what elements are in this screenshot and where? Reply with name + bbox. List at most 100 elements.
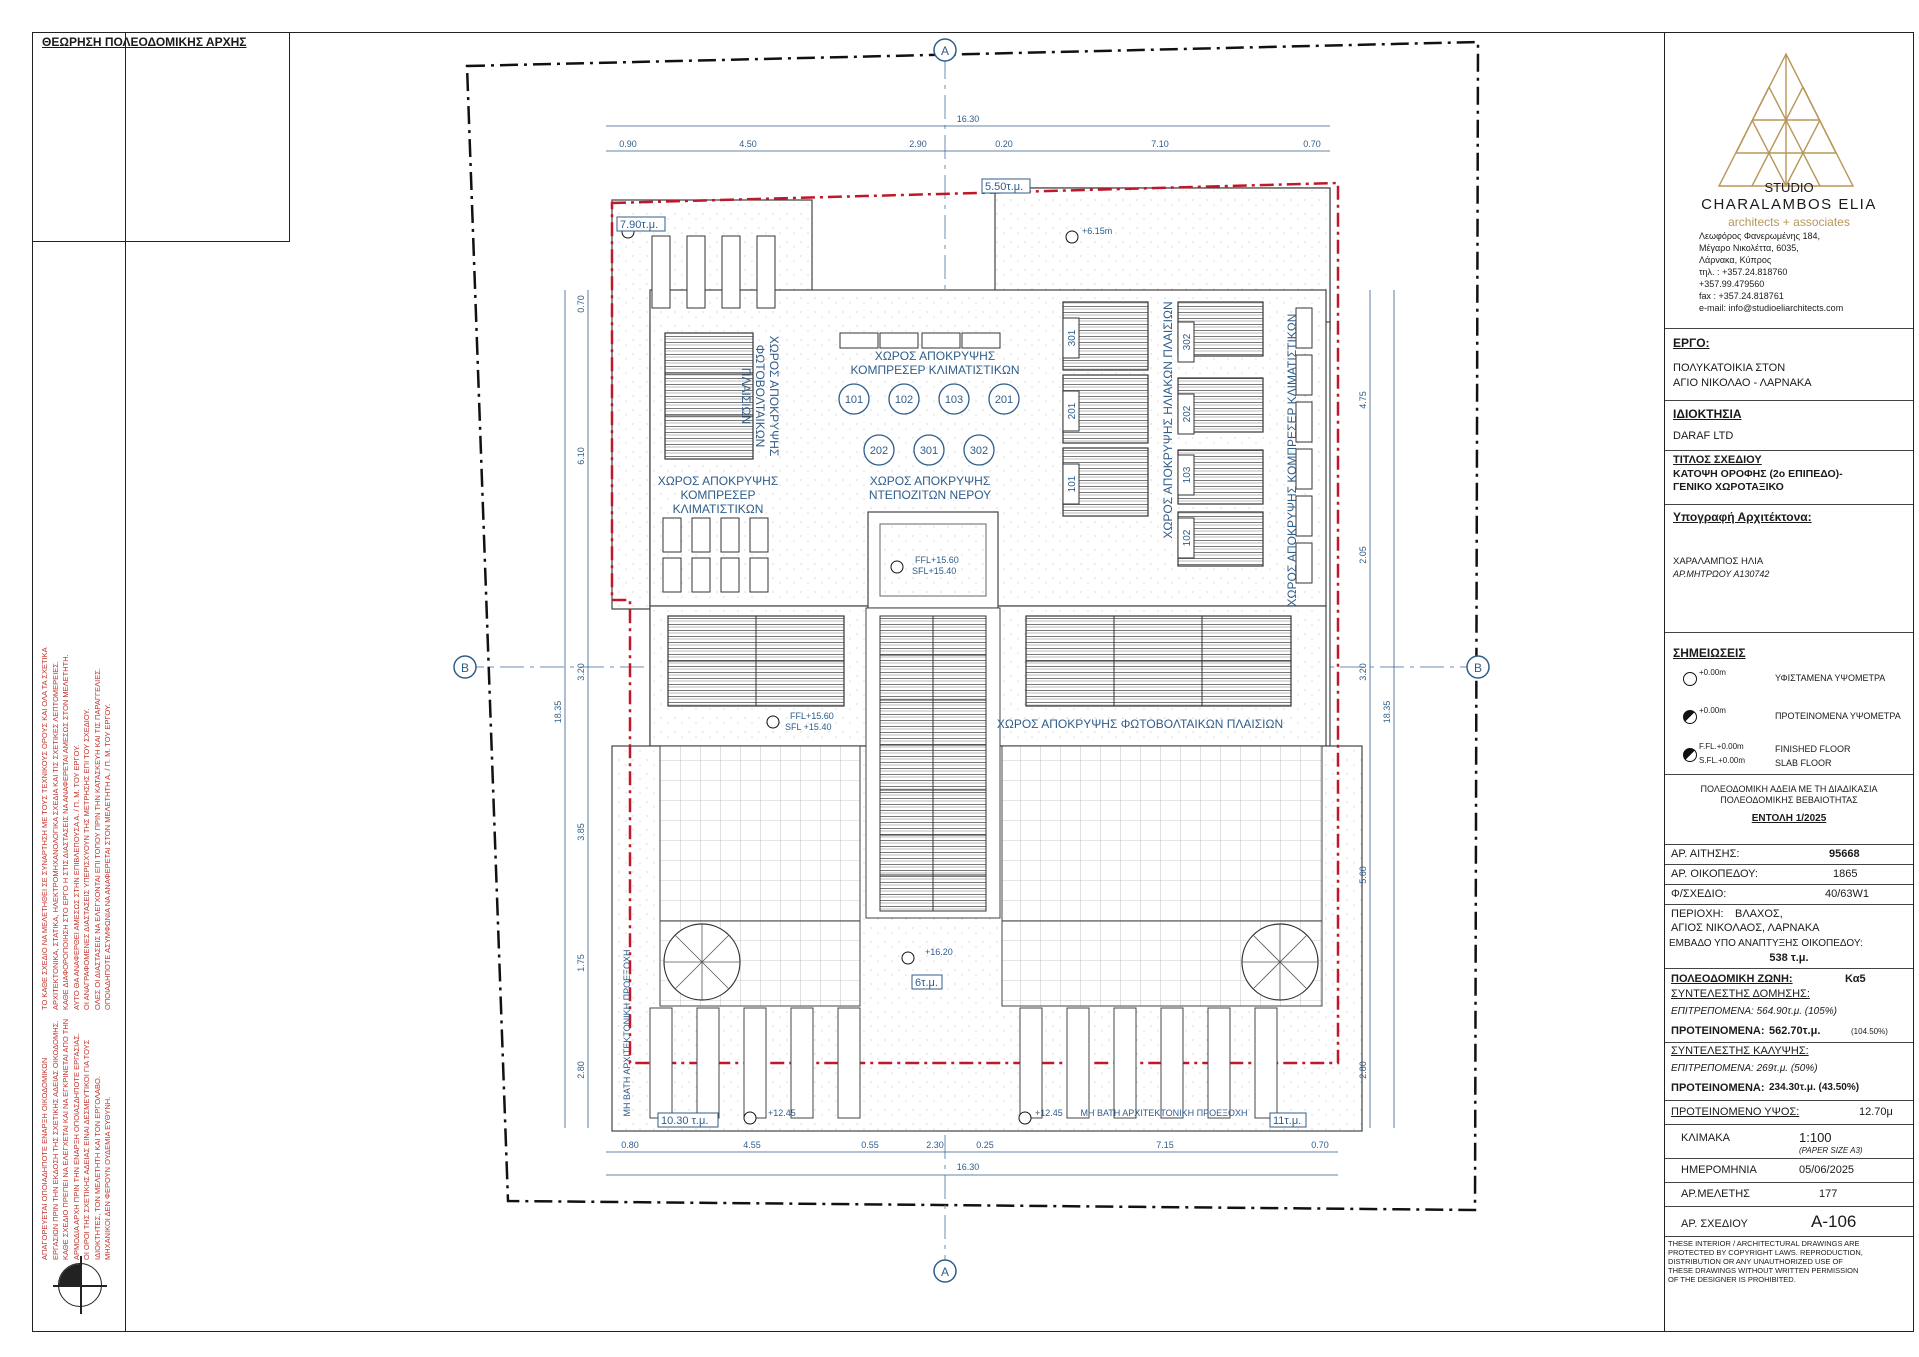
level-2b: SFL+15.40 xyxy=(912,566,956,576)
label-pv-left-vertical: ΧΩΡΟΣ ΑΠΟΚΡΥΨΗΣΦΩΤΟΒΟΛΤΑΙΚΩΝΠΛΑΙΣΙΩΝ xyxy=(739,336,781,457)
dim-bottom-4: 2.30 xyxy=(926,1140,944,1150)
address-block: Λεωφόρος Φανερωμένης 184,Μέγαρο Νικολέττ… xyxy=(1699,231,1844,313)
permit-2: ΠΟΛΕΟΔΟΜΙΚΗΣ ΒΕΒΑΙΟΤΗΤΑΣ xyxy=(1720,795,1858,805)
compressor-unit-2: 102 xyxy=(895,394,913,406)
plot-label: ΑΡ. ΟΙΚΟΠΕΔΟΥ: xyxy=(1671,868,1758,880)
copyright-notice: THESE INTERIOR / ARCHITECTURAL DRAWINGS … xyxy=(1668,1239,1863,1284)
label-compressors-right-vertical: ΧΩΡΟΣ ΑΠΟΚΡΥΨΗΣ ΚΟΜΠΡΕΣΕΡ ΚΛΙΜΑΤΙΣΤΙΚΩΝ xyxy=(1285,314,1299,607)
authority-stamp-box: ΘΕΩΡΗΣΗ ΠΟΛΕΟΔΟΜΙΚΗΣ ΑΡΧΗΣ xyxy=(32,32,290,242)
zone-label: ΠΟΛΕΟΔΟΜΙΚΗ ΖΩΝΗ: xyxy=(1671,973,1793,985)
cov-heading: ΣΥΝΤΕΛΕΣΤΗΣ ΚΑΛΥΨΗΣ: xyxy=(1671,1045,1809,1057)
dim-left-1: 0.70 xyxy=(576,295,586,313)
sheet-value: 40/63W1 xyxy=(1825,888,1870,900)
label-solar-vertical: ΧΩΡΟΣ ΑΠΟΚΡΥΨΗΣ ΗΛΙΑΚΩΝ ΠΛΑΙΣΙΩΝ xyxy=(1161,301,1175,538)
dwg-no-label: ΑΡ. ΣΧΕΔΙΟΥ xyxy=(1681,1218,1748,1230)
section-marker-left xyxy=(453,655,477,679)
solar-unit-b2: 202 xyxy=(1182,405,1193,422)
tank-unit-2: 301 xyxy=(920,445,938,457)
section-label-top: A xyxy=(941,44,949,58)
area-value-2: ΑΓΙΟΣ ΝΙΚΟΛΑΟΣ, ΛΑΡΝΑΚΑ xyxy=(1671,922,1820,934)
level-6: +12.45 xyxy=(1035,1108,1063,1118)
solar-unit-a2: 201 xyxy=(1067,402,1078,419)
dim-bottom-6: 7.15 xyxy=(1156,1140,1174,1150)
dim-right-4: 5.60 xyxy=(1358,866,1368,884)
legend-2-val: +0.00m xyxy=(1699,706,1726,715)
paper-size: (PAPER SIZE A3) xyxy=(1799,1146,1863,1155)
dim-left-6: 2.80 xyxy=(576,1061,586,1079)
drawing-title-heading: ΤΙΤΛΟΣ ΣΧΕΔΙΟΥ xyxy=(1673,454,1762,466)
architect-reg: ΑΡ.ΜΗΤΡΩΟΥ Α130742 xyxy=(1673,569,1770,579)
permit-order: ΕΝΤΟΛΗ 1/2025 xyxy=(1751,813,1827,824)
section-marker-bottom xyxy=(933,1259,957,1283)
north-arrow-icon xyxy=(53,1256,107,1314)
app-no-value: 95668 xyxy=(1829,848,1860,860)
cov-proposed-label: ΠΡΟΤΕΙΝΟΜΕΝΑ: xyxy=(1671,1082,1765,1094)
cov-allowed: ΕΠΙΤΡΕΠΟΜΕΝΑ: 269τ.μ. (50%) xyxy=(1671,1063,1818,1074)
section-marker-top xyxy=(933,38,957,62)
dim-left-4: 3.85 xyxy=(576,823,586,841)
legend-2-text: ΠΡΟΤΕΙΝΟΜΕΝΑ ΥΨΟΜΕΤΡΑ xyxy=(1775,711,1901,721)
dim-left-5: 1.75 xyxy=(576,954,586,972)
solar-unit-a3: 101 xyxy=(1067,475,1078,492)
drawing-title-2: ΓΕΝΙΚΟ ΧΩΡΟΤΑΞΙΚΟ xyxy=(1673,481,1784,493)
tank-unit-1: 202 xyxy=(870,445,888,457)
dev-area-value: 538 τ.μ. xyxy=(1769,952,1809,964)
legend-1-val: +0.00m xyxy=(1699,668,1726,677)
solar-unit-b4: 102 xyxy=(1182,529,1193,546)
area-tag-3: 6τ.μ. xyxy=(915,977,938,989)
section-label-bottom: A xyxy=(941,1265,949,1279)
dwg-no-value: A-106 xyxy=(1811,1212,1857,1231)
dim-right-2: 2.05 xyxy=(1358,546,1368,564)
floor-level-icon xyxy=(1683,748,1697,762)
section-label-right: B xyxy=(1474,661,1482,675)
level-2a: FFL+15.60 xyxy=(915,555,959,565)
compressor-unit-4: 201 xyxy=(995,394,1013,406)
dim-right-5: 2.80 xyxy=(1358,1061,1368,1079)
dev-area-label: ΕΜΒΑΔΟ ΥΠΟ ΑΝΑΠΤΥΞΗΣ ΟΙΚΟΠΕΔΟΥ: xyxy=(1669,938,1863,949)
dim-top-1: 0.90 xyxy=(619,139,637,149)
legend-3-val: F.FL.+0.00m xyxy=(1699,742,1744,751)
level-3a: FFL+15.60 xyxy=(790,711,834,721)
dim-bottom-7: 0.70 xyxy=(1311,1140,1329,1150)
far-heading: ΣΥΝΤΕΛΕΣΤΗΣ ΔΟΜΗΣΗΣ: xyxy=(1671,988,1810,1000)
roof-plan-drawing: A A B B 301 xyxy=(453,38,1490,1283)
section-marker-right xyxy=(1466,655,1490,679)
dim-bottom-total: 16.30 xyxy=(957,1162,980,1172)
architect-name: ΧΑΡΑΛΑΜΠΟΣ ΗΛΙΑ xyxy=(1673,556,1764,567)
scale-label: ΚΛΙΜΑΚΑ xyxy=(1681,1132,1730,1144)
legend-3-text2: SLAB FLOOR xyxy=(1775,758,1832,768)
height-value: 12.70μ xyxy=(1859,1106,1893,1118)
level-proposed-icon xyxy=(1683,710,1697,724)
dim-top-6: 0.70 xyxy=(1303,139,1321,149)
label-projection-right: ΜΗ ΒΑΤΗ ΑΡΧΙΤΕΚΤΟΝΙΚΗ ΠΡΟΕΞΟΧΗ xyxy=(1080,1108,1247,1118)
owner-heading: ΙΔΙΟΚΤΗΣΙΑ xyxy=(1673,407,1742,421)
dim-top-2: 4.50 xyxy=(739,139,757,149)
compressor-unit-1: 101 xyxy=(845,394,863,406)
dim-bottom-1: 0.80 xyxy=(621,1140,639,1150)
permit-1: ΠΟΛΕΟΔΟΜΙΚΗ ΑΔΕΙΑ ΜΕ ΤΗ ΔΙΑΔΙΚΑΣΙΑ xyxy=(1700,784,1878,794)
far-allowed: ΕΠΙΤΡΕΠΟΜΕΝΑ: 564.90τ.μ. (105%) xyxy=(1671,1006,1837,1017)
solar-unit-a1: 301 xyxy=(1067,329,1078,346)
dim-left-3: 3.20 xyxy=(576,663,586,681)
logo-line-1: STUDIO xyxy=(1764,180,1814,195)
dim-left-2: 6.10 xyxy=(576,447,586,465)
dim-right-total: 18.35 xyxy=(1382,701,1392,724)
legend-3-val2: S.FL.+0.00m xyxy=(1699,756,1746,765)
title-block: STUDIO CHARALAMBOS ELIA architects + ass… xyxy=(1664,32,1914,1332)
plot-boundary xyxy=(465,40,1480,1212)
area-tag-4: 10.30 τ.μ. xyxy=(661,1115,708,1127)
sheet-label: Φ/ΣΧΕΔΙΟ: xyxy=(1671,888,1727,900)
logo-line-2: CHARALAMBOS ELIA xyxy=(1701,196,1877,213)
app-no-label: ΑΡ. ΑΙΤΗΣΗΣ: xyxy=(1671,848,1740,860)
height-label: ΠΡΟΤΕΙΝΟΜΕΝΟ ΥΨΟΣ: xyxy=(1671,1106,1800,1118)
legend-1-text: ΥΦΙΣΤΑΜΕΝΑ ΥΨΟΜΕΤΡΑ xyxy=(1775,673,1886,683)
left-notes-column xyxy=(32,32,126,1332)
scale-value: 1:100 xyxy=(1799,1130,1832,1145)
compressor-unit-3: 103 xyxy=(945,394,963,406)
area-tag-5: 11τ.μ. xyxy=(1273,1115,1301,1127)
studio-logo-icon xyxy=(1717,52,1855,187)
zone-value: Κα5 xyxy=(1845,973,1866,985)
